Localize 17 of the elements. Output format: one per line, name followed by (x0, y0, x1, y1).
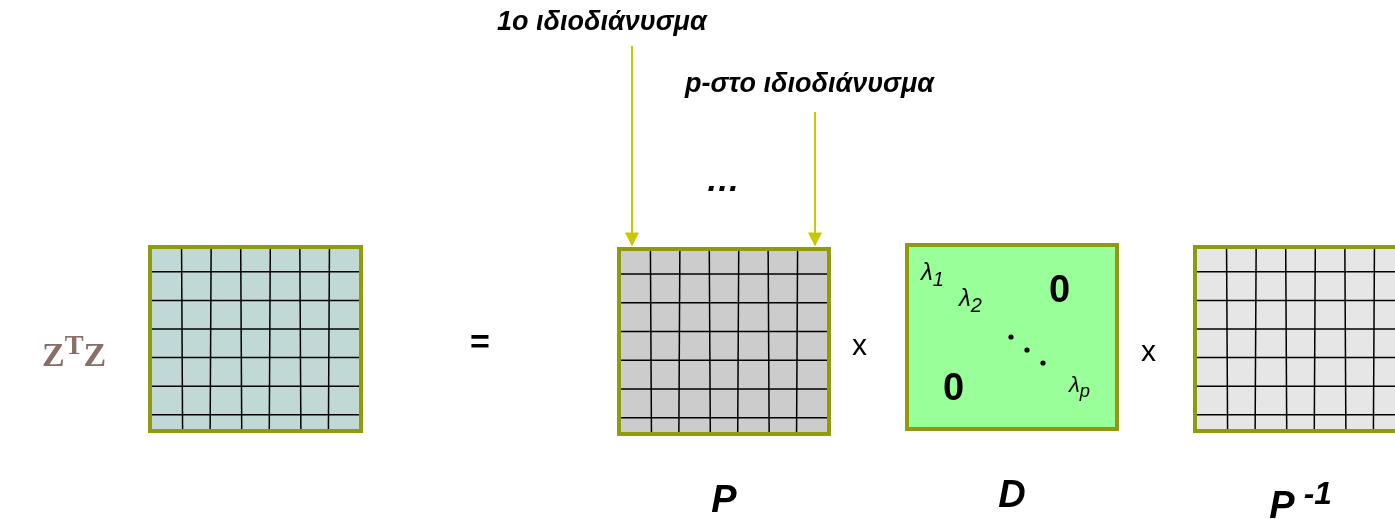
eigenvalue: λ$_{2}$ (959, 285, 982, 316)
eigenvalue: λ$_{1}$ (921, 259, 944, 290)
matrix-name: P (710, 478, 738, 519)
equals-sign: = (470, 322, 490, 361)
matrix-expression: Z$^{T}$Z (42, 329, 107, 375)
matrix-entry: 0 (943, 367, 965, 409)
matrix-entry: 0 (1049, 269, 1071, 311)
eigenvalue: λ$_{p}$ (1069, 373, 1091, 402)
multiplication-sign: x (852, 328, 867, 362)
arrow (625, 45, 639, 247)
matrix-name: P $^{-1}$ (1268, 475, 1333, 519)
arrow (808, 111, 822, 247)
multiplication-sign: x (1141, 334, 1156, 368)
ellipsis: … (706, 160, 740, 199)
callout-label: 1ο ιδιοδιάνυσμα (497, 6, 787, 42)
matrix-name: D (997, 473, 1027, 516)
callout-label: p-στο ιδιοδιάνυσμα (685, 68, 1030, 108)
